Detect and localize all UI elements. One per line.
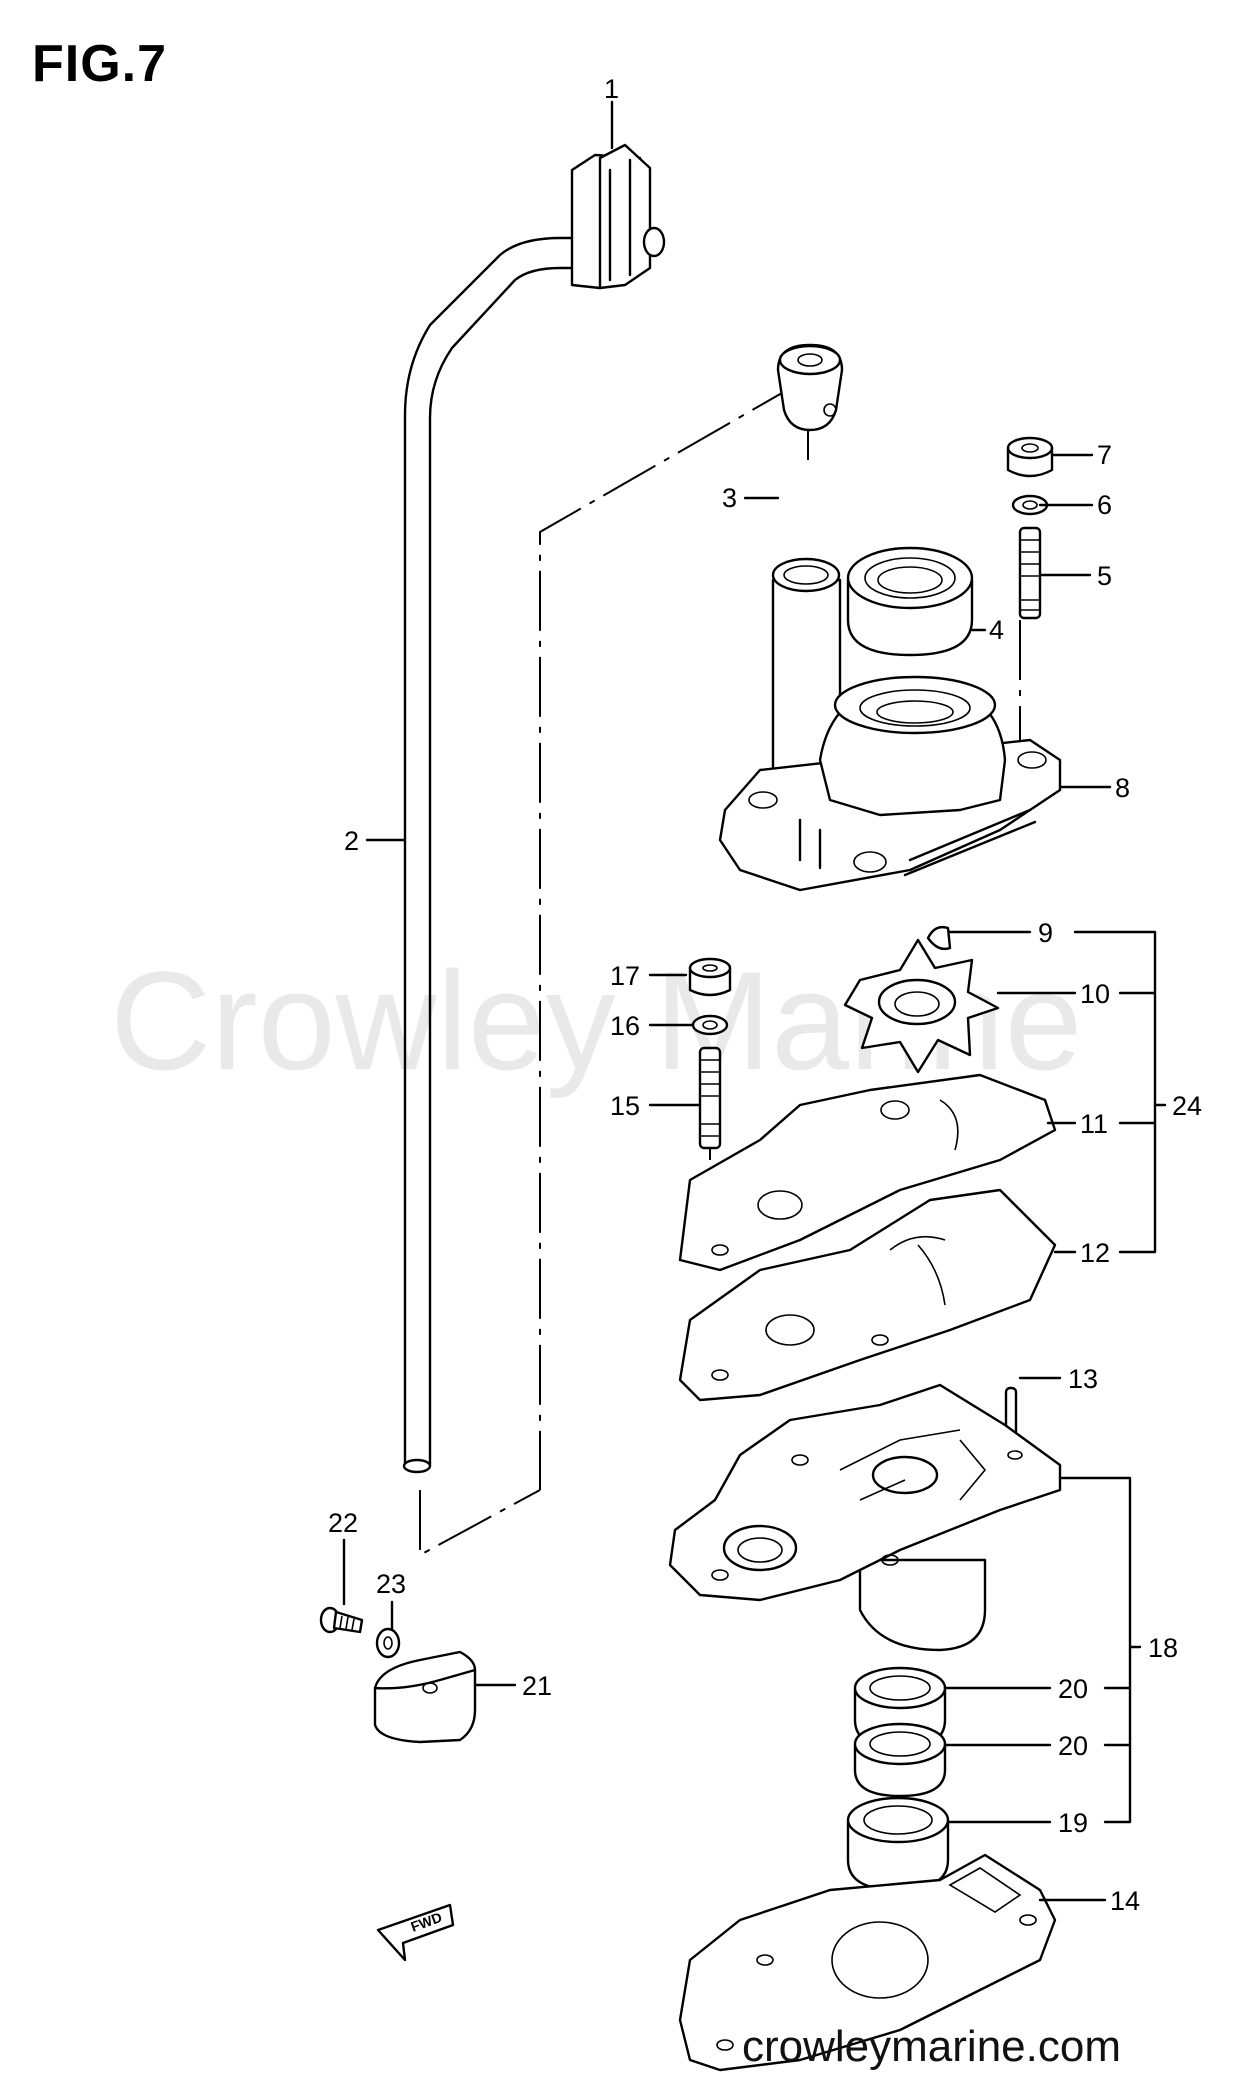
part-3-grommet[interactable] bbox=[776, 343, 844, 432]
part-9-key[interactable] bbox=[926, 925, 952, 951]
callout-10: 10 bbox=[1080, 979, 1110, 1009]
callout-20a: 20 bbox=[1058, 1674, 1088, 1704]
callout-22: 22 bbox=[328, 1508, 358, 1538]
callout-3: 3 bbox=[722, 483, 737, 513]
callout-labels: 1 2 3 4 5 6 7 8 9 10 11 12 13 14 15 16 1… bbox=[328, 74, 1202, 1916]
leader-lines bbox=[342, 100, 1167, 1902]
part-17-nut[interactable] bbox=[688, 957, 732, 997]
callout-6: 6 bbox=[1097, 490, 1112, 520]
callout-17: 17 bbox=[610, 961, 640, 991]
part-7-nut[interactable] bbox=[1006, 436, 1054, 478]
callout-23: 23 bbox=[376, 1569, 406, 1599]
site-url[interactable]: crowleymarine.com bbox=[742, 2022, 1121, 2071]
callout-15: 15 bbox=[610, 1091, 640, 1121]
callout-11: 11 bbox=[1080, 1109, 1108, 1139]
part-2-water-tube[interactable] bbox=[402, 236, 577, 1474]
callout-9: 9 bbox=[1038, 918, 1053, 948]
part-5-stud[interactable] bbox=[1018, 526, 1042, 620]
part-19-bearing[interactable] bbox=[846, 1796, 950, 1892]
callout-2: 2 bbox=[344, 826, 359, 856]
callout-12: 12 bbox=[1080, 1238, 1110, 1268]
part-22-bolt[interactable] bbox=[319, 1606, 364, 1634]
callout-20b: 20 bbox=[1058, 1731, 1088, 1761]
fwd-arrow-icon: FWD bbox=[376, 1903, 455, 1962]
part-21-anode[interactable] bbox=[373, 1650, 477, 1744]
callout-1: 1 bbox=[604, 74, 619, 104]
callout-5: 5 bbox=[1097, 561, 1112, 591]
callout-13: 13 bbox=[1068, 1364, 1098, 1394]
part-23-washer[interactable] bbox=[375, 1627, 401, 1659]
callout-24: 24 bbox=[1172, 1091, 1202, 1121]
callout-19: 19 bbox=[1058, 1808, 1088, 1838]
figure-title: FIG.7 bbox=[32, 35, 168, 93]
part-15-stud[interactable] bbox=[698, 1046, 722, 1150]
callout-18: 18 bbox=[1148, 1633, 1178, 1663]
part-18-pump-case[interactable] bbox=[668, 1383, 1062, 1652]
part-14-gasket[interactable] bbox=[678, 1853, 1057, 2072]
callout-7: 7 bbox=[1097, 440, 1112, 470]
part-8-pump-case[interactable] bbox=[718, 557, 1062, 892]
callout-14: 14 bbox=[1110, 1886, 1140, 1916]
callout-16: 16 bbox=[610, 1011, 640, 1041]
part-4-oil-seal[interactable] bbox=[846, 546, 974, 657]
part-16-washer[interactable] bbox=[691, 1014, 729, 1036]
part-11-gasket[interactable] bbox=[678, 1073, 1057, 1272]
callout-21: 21 bbox=[522, 1671, 552, 1701]
callout-8: 8 bbox=[1115, 773, 1130, 803]
part-10-impeller[interactable] bbox=[843, 938, 1000, 1074]
part-12-plate[interactable] bbox=[678, 1188, 1057, 1402]
part-20-oil-seal-lower[interactable] bbox=[853, 1722, 947, 1798]
part-1-grommet[interactable] bbox=[570, 143, 666, 290]
callout-4: 4 bbox=[989, 615, 1004, 645]
